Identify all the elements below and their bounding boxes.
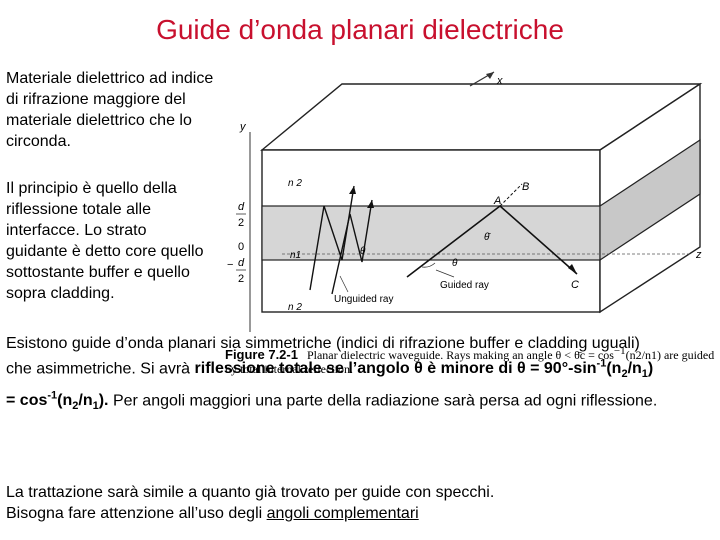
waveguide-figure: y x z d 2 0 − d 2 n 2 n1 n 2 A B C θ θ̄ … — [227, 71, 703, 332]
unguided-ray-2 — [331, 199, 373, 295]
slide-title: Guide d’onda planari dielectriche — [156, 14, 564, 45]
caption-text2: (n2/n1) are guided by total internal ref… — [225, 348, 715, 376]
caption-sup: −1 — [613, 345, 626, 357]
axis-label-x: x — [496, 75, 503, 87]
paragraph-guides: Esistono guide d’onda planari sia simmet… — [6, 333, 666, 417]
p4-line1: La trattazione sarà simile a quanto già … — [6, 484, 495, 501]
p3-bold-condition: riflessione totale se l’angolo θ è minor… — [6, 358, 654, 413]
core-layer — [261, 205, 601, 261]
label-A: A — [493, 195, 501, 207]
paragraph-material: Materiale dielettrico ad indice di rifra… — [6, 70, 214, 150]
label-unguided-ray: Unguided ray — [334, 294, 393, 305]
label-two-bottom: 2 — [238, 273, 244, 285]
link-angoli-complementari: angoli complementari — [266, 505, 419, 522]
label-n2-top: n 2 — [288, 178, 302, 189]
label-d-top: d — [238, 201, 245, 213]
axis-label-y: y — [239, 121, 247, 133]
label-n1: n1 — [290, 250, 301, 261]
label-theta: θ — [452, 258, 458, 269]
label-theta-unguided: θ — [360, 246, 366, 257]
p4-line2: Bisogna fare attenzione all’uso degli an… — [6, 505, 419, 522]
core-layer-side — [599, 138, 701, 262]
label-theta-bar: θ̄ — [484, 232, 491, 243]
label-d-bottom: d — [238, 257, 245, 269]
label-C: C — [571, 279, 579, 291]
caption-text: Planar dielectric waveguide. Rays making… — [306, 348, 614, 362]
caption-fignum: Figure 7.2-1 — [225, 347, 298, 362]
p3-outro: Per angoli maggiori una parte della radi… — [108, 391, 658, 409]
label-B: B — [522, 181, 529, 193]
label-two-top: 2 — [238, 217, 244, 229]
figure-caption: Figure 7.2-1 Planar dielectric waveguide… — [225, 344, 720, 376]
p3-intro: Esistono guide d’onda planari sia simmet… — [6, 335, 640, 378]
label-guided-ray: Guided ray — [440, 280, 489, 291]
label-zero: 0 — [238, 241, 244, 253]
paragraph-conclusion: La trattazione sarà simile a quanto già … — [6, 482, 666, 524]
label-n2-bottom: n 2 — [288, 302, 302, 313]
axis-label-z: z — [695, 249, 702, 261]
paragraph-principle: Il principio è quello della riflessione … — [6, 180, 204, 302]
label-minus: − — [227, 259, 233, 271]
